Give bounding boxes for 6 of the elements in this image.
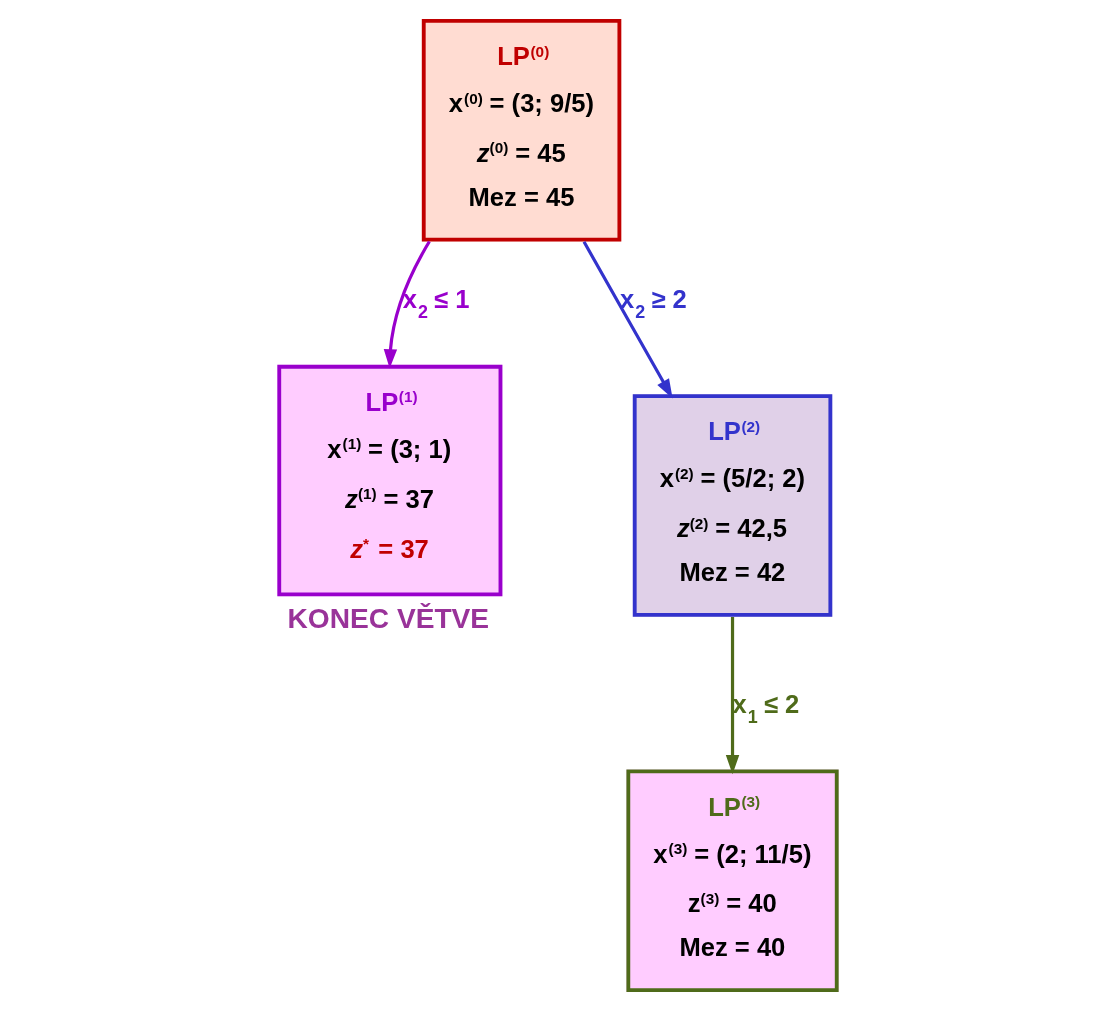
arrow xyxy=(582,241,673,399)
node-label: KONEC VĚTVE xyxy=(287,602,489,634)
edge-label: x$_{2}$ ≥ 2 xyxy=(619,284,687,322)
edge-label: x$_{2}$ ≤ 1 xyxy=(402,284,469,322)
arrow xyxy=(725,617,739,775)
edge-label: x$_{1}$ ≤ 2 xyxy=(732,690,799,728)
